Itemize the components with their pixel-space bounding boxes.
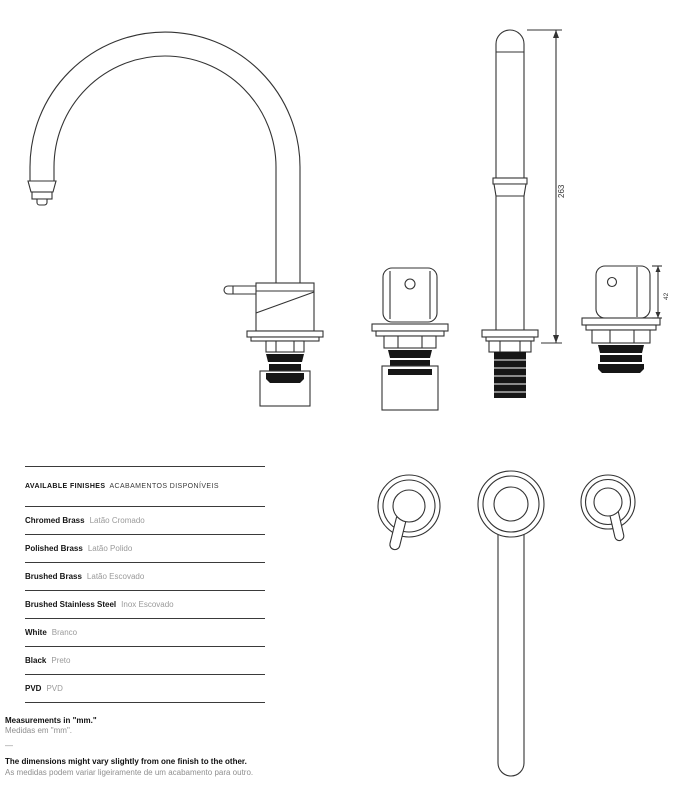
faucet-mount-block [259,370,311,407]
footnotes: Measurements in "mm." Medidas em "mm". —… [5,716,253,778]
aerator-ring [31,191,53,200]
valve-front-view-drawing [371,267,449,411]
spout-tube-top-view [497,499,525,777]
finishes-header-en: AVAILABLE FINISHES [25,483,106,490]
finish-name-pt: Branco [51,628,78,637]
valve-handle [382,267,438,323]
valve-side-thread [598,345,644,373]
faucet-mount-nut [265,340,305,353]
measurements-note-en: Measurements in "mm." [5,716,97,725]
faucet-thread [266,354,304,383]
spout-mount-nut [488,340,532,353]
right-handle-outer-ring [580,474,636,530]
valve-side-view-drawing: 42 [581,265,670,373]
finish-name-en: PVD [25,684,42,693]
finish-row: Black Preto [25,647,265,675]
finish-name-pt: PVD [46,684,63,693]
right-handle-hub [593,487,623,517]
valve-side-mount-nut [591,329,651,344]
left-handle-hub [392,489,426,523]
finish-row: Brushed Brass Latão Escovado [25,563,265,591]
finish-name-en: White [25,628,47,637]
top-view-left-handle [377,474,441,551]
finish-name-en: Black [25,656,47,665]
valve-side-handle [595,265,651,319]
finishes-header-pt: ACABAMENTOS DISPONÍVEIS [109,483,219,490]
finishes-table-header: AVAILABLE FINISHES ACABAMENTOS DISPONÍVE… [25,467,265,507]
spout-height-label: 263 [557,184,566,198]
spout-tip [27,180,57,193]
faucet-flange-top [246,330,324,338]
measurements-note-pt: Medidas em "mm". [5,726,73,736]
faucet-side-view-drawing [27,31,324,407]
spout-base-hub [493,486,529,522]
finish-row: White Branco [25,619,265,647]
finish-row: Brushed Stainless Steel Inox Escovado [25,591,265,619]
spout-collar-upper [492,177,528,185]
variance-note-pt: As medidas podem variar ligeiramente de … [5,767,254,777]
valve-thread-inner [388,369,432,375]
left-handle-mid-ring [382,479,436,533]
valve-flange-top [371,323,449,332]
finish-name-en: Brushed Brass [25,572,82,581]
finish-name-pt: Latão Escovado [86,572,145,581]
valve-handle-dot [404,278,416,290]
valve-mount-nut [383,335,437,349]
finish-name-en: Polished Brass [25,544,83,553]
spout-front-view-drawing: 263 [481,29,566,398]
finish-name-pt: Inox Escovado [121,600,174,609]
faucet-body [255,282,315,332]
valve-side-flange-bottom [585,324,657,331]
valve-thread [388,350,432,366]
spout-base-mid-ring [482,475,540,533]
finish-name-pt: Latão Polido [87,544,133,553]
left-handle-outer-ring [377,474,441,538]
valve-mount-block [381,365,439,411]
dimension-spout-height: 263 [527,29,566,344]
faucet-flange-bottom [250,336,320,342]
spout-flange-top [481,329,539,338]
spout-thread [494,352,526,398]
finishes-table: AVAILABLE FINISHES ACABAMENTOS DISPONÍVE… [25,466,265,703]
variance-note-en: The dimensions might vary slightly from … [5,757,247,767]
aerator-nub [36,198,48,206]
finish-row: Polished Brass Latão Polido [25,535,265,563]
spout-collar-lower [493,183,527,197]
finish-name-en: Brushed Stainless Steel [25,600,117,609]
finish-name-pt: Latão Cromado [89,516,145,525]
valve-side-flange-top [581,317,661,326]
top-view-right-handle [580,474,636,542]
spout-arc-outer [29,31,301,283]
handle-height-label: 42 [663,292,670,300]
valve-side-handle-dot [606,276,618,288]
dimension-handle-height: 42 [652,265,670,319]
spout-flange-bottom [485,336,535,342]
finish-name-en: Chromed Brass [25,516,85,525]
right-handle-mid-ring [584,478,632,526]
finish-row: PVD PVD [25,675,265,703]
faucet-body-diagonal [255,291,315,314]
notes-separator: — [5,740,13,750]
spout-arc-inner [53,55,277,283]
top-view-spout [477,470,545,777]
finish-row: Chromed Brass Latão Cromado [25,507,265,535]
valve-flange-bottom [375,330,445,337]
finish-name-pt: Preto [51,656,71,665]
